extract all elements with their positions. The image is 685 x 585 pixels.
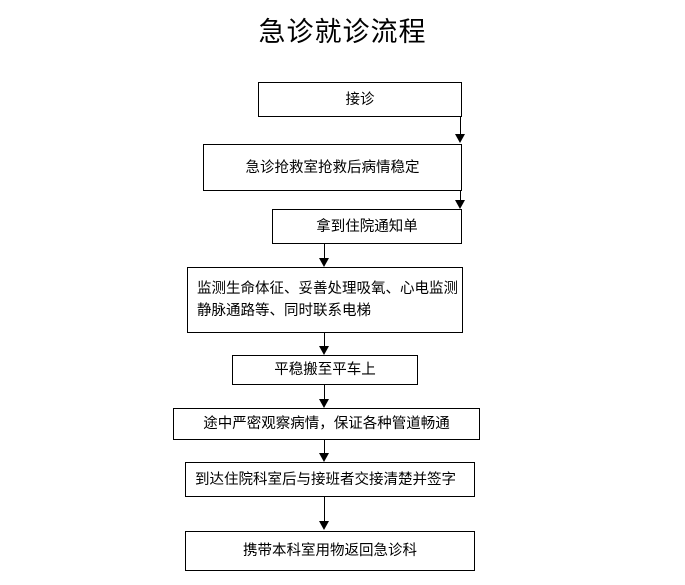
arrow-head-down-icon — [319, 521, 329, 530]
arrow-shaft — [460, 117, 461, 136]
flow-node-reception: 接诊 — [258, 82, 462, 117]
flow-node-label: 携带本科室用物返回急诊科 — [243, 543, 417, 559]
flow-node-monitor-vitals: 监测生命体征、妥善处理吸氧、心电监测 静脉通路等、同时联系电梯 — [187, 267, 463, 333]
arrow-head-down-icon — [319, 346, 329, 355]
arrow-shaft — [324, 497, 325, 522]
page-title: 急诊就诊流程 — [258, 17, 427, 48]
arrow-head-down-icon — [455, 200, 465, 209]
arrow-head-down-icon — [455, 134, 465, 143]
arrow-shaft — [324, 385, 325, 400]
arrow-shaft — [460, 191, 461, 203]
arrow-shaft — [324, 440, 325, 454]
flow-node-label: 途中严密观察病情，保证各种管道畅通 — [203, 416, 450, 432]
flow-node-label: 到达住院科室后与接班者交接清楚并签字 — [195, 471, 456, 488]
flow-node-label: 监测生命体征、妥善处理吸氧、心电监测 静脉通路等、同时联系电梯 — [197, 281, 458, 319]
arrow-head-down-icon — [319, 453, 329, 462]
flow-node-label: 接诊 — [345, 91, 375, 108]
arrow-head-down-icon — [319, 399, 329, 408]
arrow-head-down-icon — [319, 258, 329, 267]
flow-node-label: 急诊抢救室抢救后病情稳定 — [245, 159, 420, 176]
arrow-shaft — [324, 333, 325, 347]
flow-node-label: 拿到住院通知单 — [316, 218, 418, 235]
flow-node-admission-notice: 拿到住院通知单 — [272, 209, 462, 244]
arrow-shaft — [324, 244, 325, 260]
flow-node-observe-en-route: 途中严密观察病情，保证各种管道畅通 — [173, 408, 480, 440]
flow-node-label: 平稳搬至平车上 — [274, 362, 376, 378]
flow-node-resuscitation-stable: 急诊抢救室抢救后病情稳定 — [203, 144, 462, 191]
flow-node-transfer-to-gurney: 平稳搬至平车上 — [232, 355, 418, 385]
flow-node-return-to-ed: 携带本科室用物返回急诊科 — [185, 531, 475, 571]
flow-node-handover-and-sign: 到达住院科室后与接班者交接清楚并签字 — [185, 462, 475, 497]
